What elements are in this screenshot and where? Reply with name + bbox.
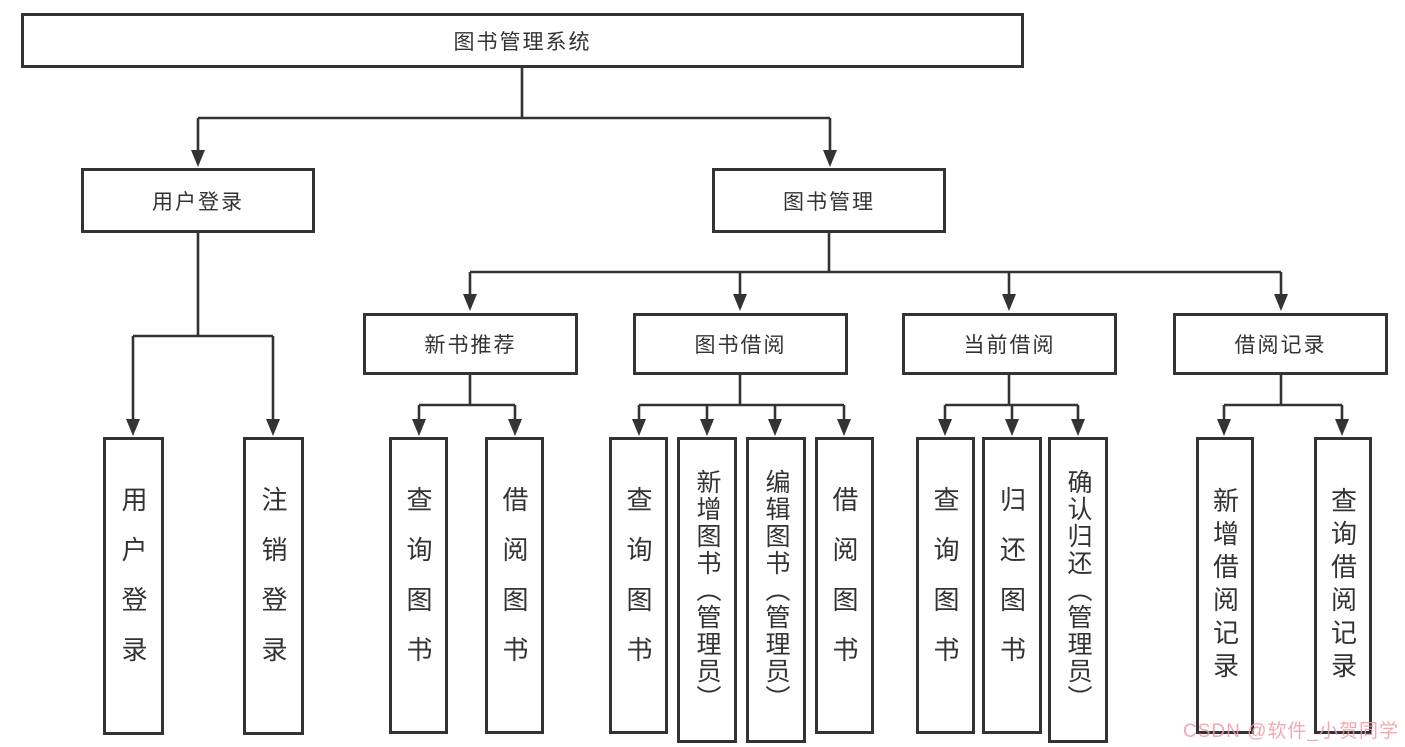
arrowhead-icon	[1274, 294, 1288, 311]
node-label: 归还图书	[996, 485, 1027, 686]
node-label: 借阅图书	[829, 485, 859, 686]
node-label: 新书推荐	[424, 334, 517, 357]
leaf-bb-edit-books-admin: 编辑图书（管理员）	[746, 437, 806, 743]
node-label: 查询借阅记录	[1327, 486, 1358, 685]
node-label: 图书管理	[783, 190, 875, 214]
arrowhead-icon	[632, 419, 646, 436]
arrowhead-icon	[938, 419, 952, 436]
arrowhead-icon	[700, 419, 714, 436]
leaf-nb-query-books: 查询图书	[389, 437, 448, 734]
leaf-bb-borrow-books: 借阅图书	[815, 437, 874, 734]
arrowhead-icon	[1217, 419, 1231, 436]
leaf-bb-query-books: 查询图书	[609, 437, 668, 734]
leaf-cb-return-books: 归还图书	[982, 437, 1042, 734]
node-current-borrow: 当前借阅	[902, 313, 1117, 375]
arrowhead-icon	[823, 150, 837, 167]
node-label: 查询图书	[930, 485, 960, 686]
node-label: 新增图书（管理员）	[693, 468, 721, 712]
leaf-cb-query-books: 查询图书	[916, 437, 975, 734]
arrowhead-icon	[1335, 419, 1349, 436]
node-book-borrow: 图书借阅	[633, 313, 848, 375]
node-label: 图书管理系统	[453, 30, 592, 54]
node-label: 用户登录	[152, 190, 244, 214]
arrowhead-icon	[126, 419, 140, 436]
arrowhead-icon	[733, 294, 747, 311]
arrowhead-icon	[463, 294, 477, 311]
node-label: 查询图书	[403, 485, 433, 686]
arrowhead-icon	[1002, 294, 1016, 311]
arrowhead-icon	[412, 419, 426, 436]
node-borrow-records: 借阅记录	[1173, 313, 1388, 375]
node-label: 图书借阅	[694, 334, 787, 357]
arrowhead-icon	[508, 419, 522, 436]
leaf-cb-confirm-return-admin: 确认归还（管理员）	[1048, 437, 1108, 743]
arrowhead-icon	[837, 419, 851, 436]
node-label: 查询图书	[623, 485, 653, 686]
node-user-login: 用户登录	[81, 168, 315, 233]
arrowhead-icon	[1071, 419, 1085, 436]
node-label: 编辑图书（管理员）	[762, 468, 790, 712]
node-label: 用户登录	[118, 486, 148, 686]
arrowhead-icon	[191, 150, 205, 167]
node-label: 注销登录	[258, 486, 288, 686]
leaf-br-add-record: 新增借阅记录	[1196, 437, 1254, 734]
node-root-system: 图书管理系统	[21, 13, 1024, 68]
leaf-bb-add-books-admin: 新增图书（管理员）	[677, 437, 737, 743]
node-label: 借阅图书	[499, 485, 529, 686]
leaf-user-login: 用户登录	[103, 437, 164, 735]
arrowhead-icon	[768, 419, 782, 436]
leaf-nb-borrow-books: 借阅图书	[485, 437, 544, 734]
node-label: 新增借阅记录	[1209, 486, 1240, 685]
watermark: CSDN @软件_小贺同学	[1183, 721, 1399, 742]
node-label: 确认归还（管理员）	[1064, 468, 1092, 712]
arrowhead-icon	[1005, 419, 1019, 436]
node-label: 借阅记录	[1234, 334, 1327, 357]
node-new-book-recommend: 新书推荐	[363, 313, 578, 375]
node-book-management: 图书管理	[712, 168, 946, 233]
node-label: 当前借阅	[963, 334, 1056, 357]
leaf-logout: 注销登录	[243, 437, 304, 735]
arrowhead-icon	[266, 419, 280, 436]
leaf-br-query-record: 查询借阅记录	[1314, 437, 1372, 734]
